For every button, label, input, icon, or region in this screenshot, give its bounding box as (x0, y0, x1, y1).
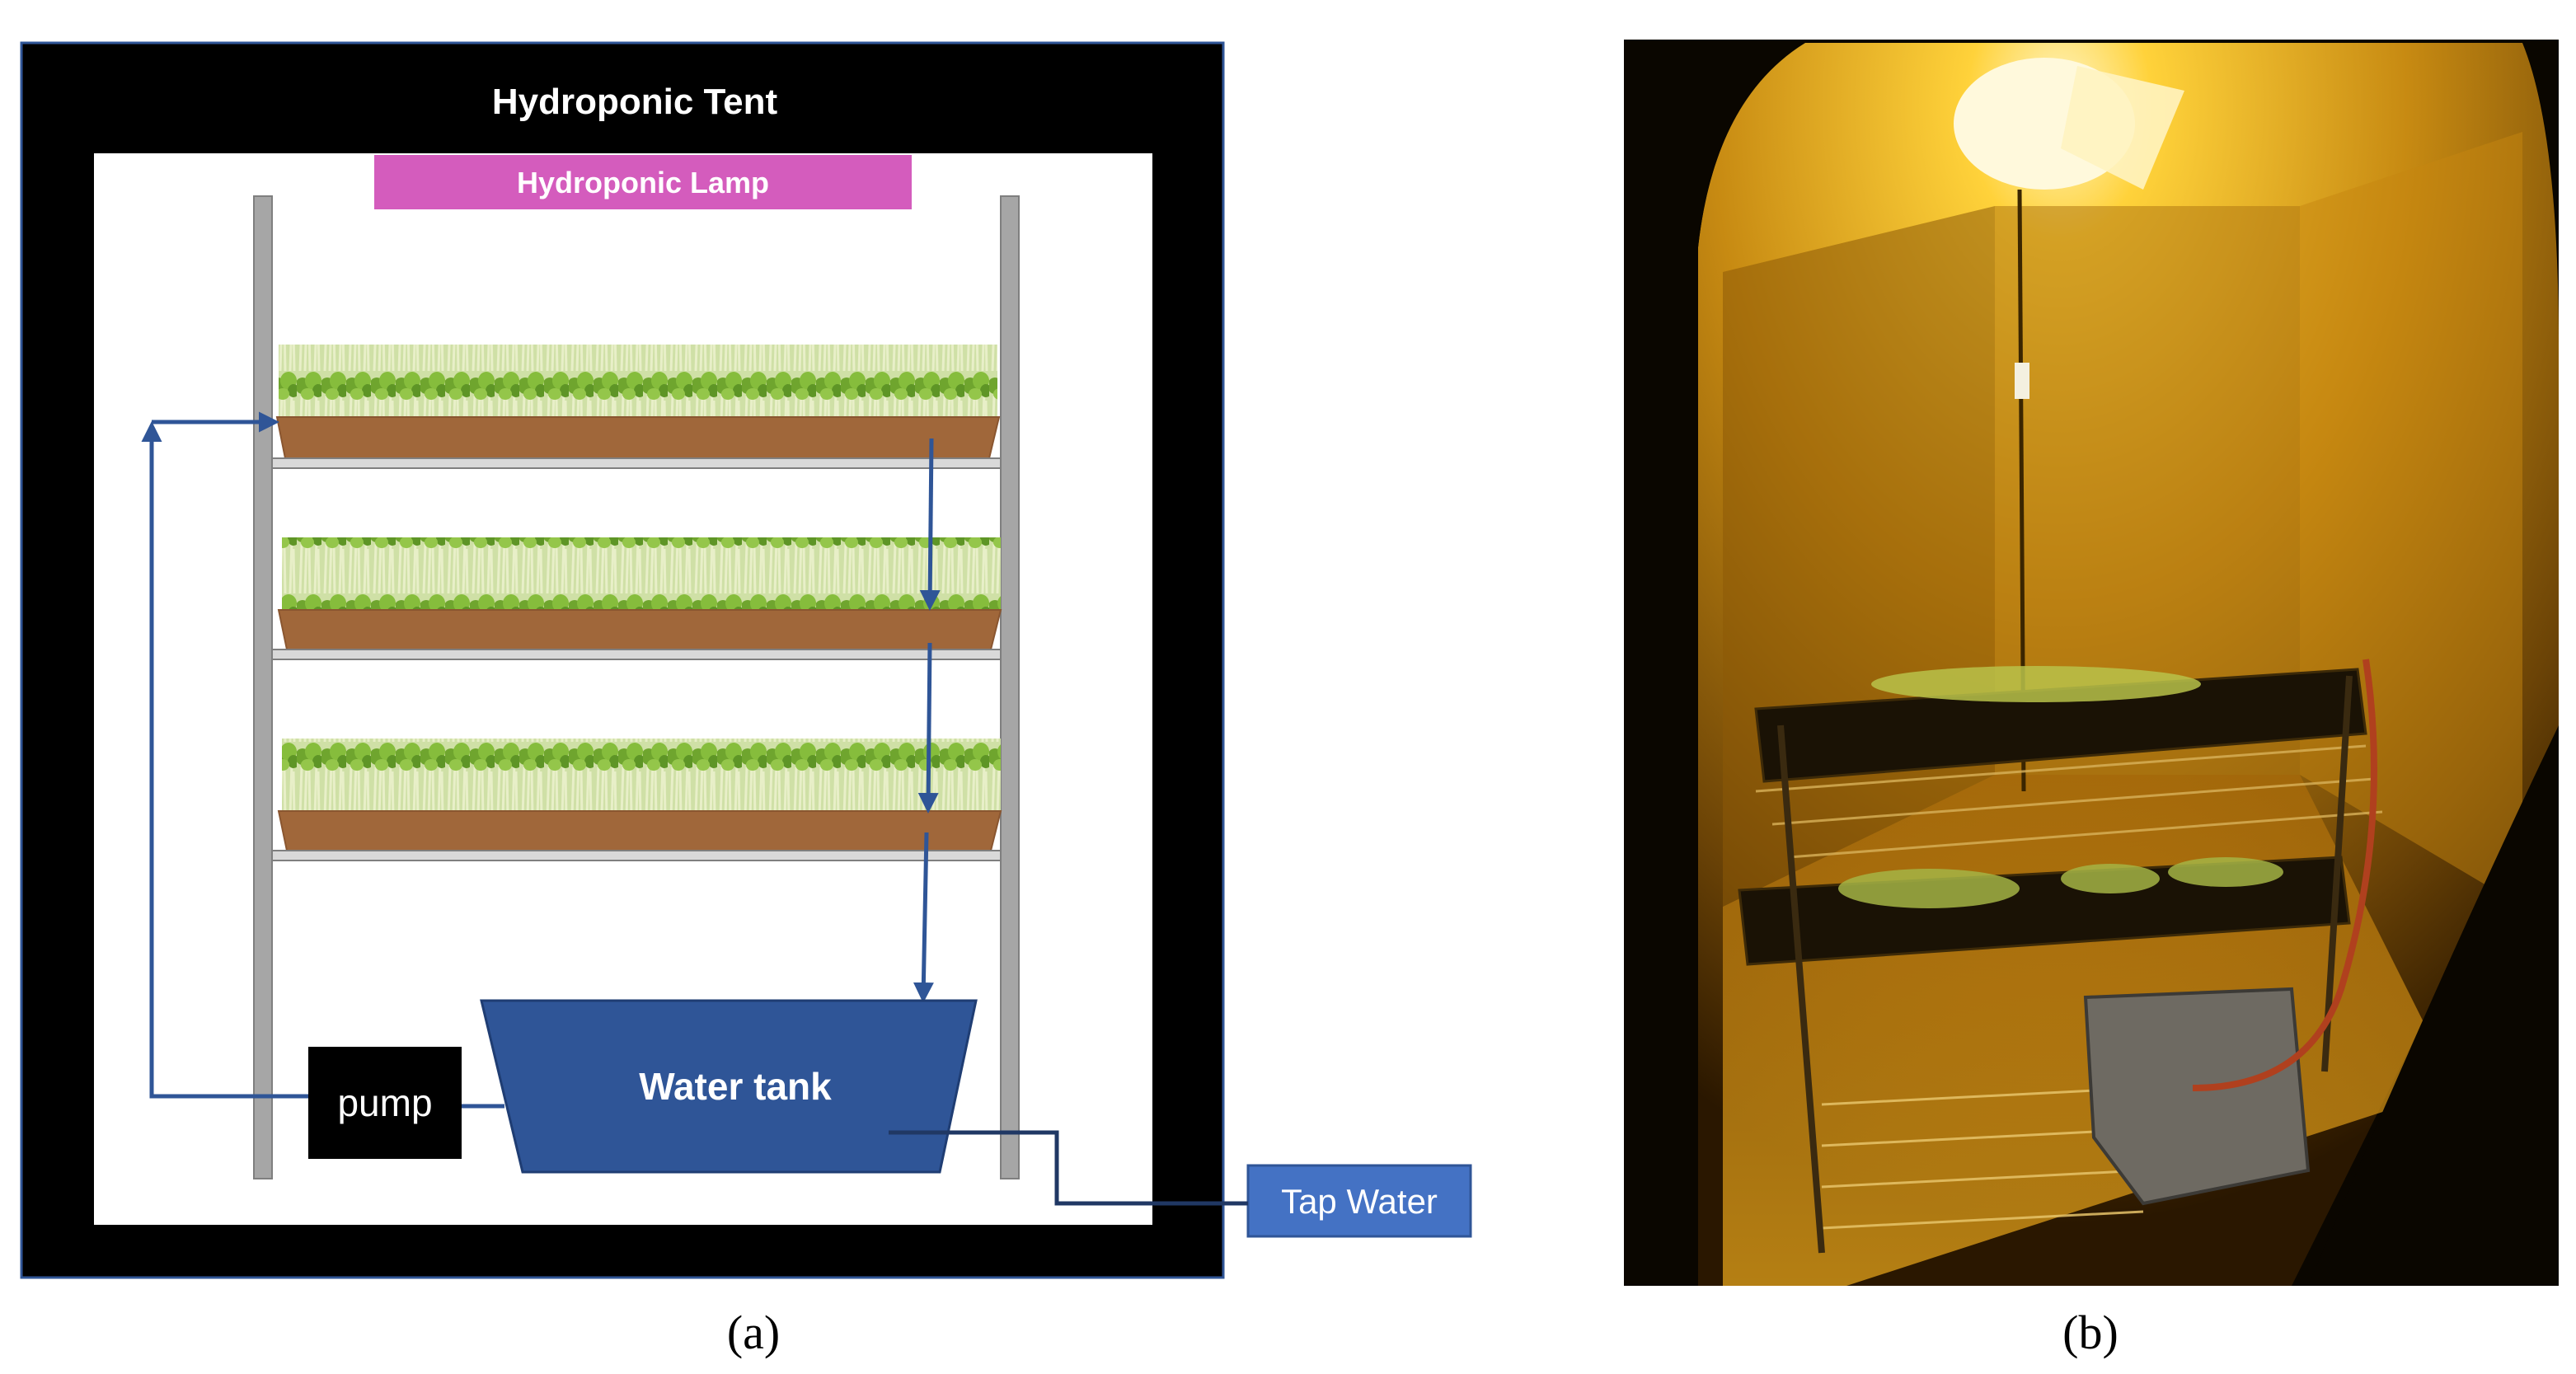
lower-seedlings-2 (2061, 864, 2160, 893)
flow-arrow-tray1-to-tray2 (919, 438, 941, 611)
shelf-bar-1 (271, 457, 1002, 469)
wire-shelf-upper (1755, 744, 2383, 859)
pump-return-line (141, 421, 308, 1099)
grow-shelf-3 (271, 739, 1002, 861)
tap-water-inflow (868, 1122, 1248, 1206)
shelf-bar-3 (271, 850, 1002, 861)
grow-shelf-2 (271, 537, 1002, 660)
feed-tube (2192, 659, 2377, 1091)
lamp-reflector (2061, 66, 2184, 190)
lower-seedlings-3 (2168, 857, 2283, 887)
grow-shelf-1 (271, 345, 1002, 469)
lamp-label: Hydroponic Lamp (517, 166, 769, 199)
plants-3 (282, 739, 1001, 813)
hydroponic-lamp (374, 155, 912, 209)
panel-b-photo: (b) (1624, 40, 2559, 1359)
tent-back-wall (1995, 206, 2300, 775)
plants-1 (279, 345, 997, 419)
flow-arrow-tray3-to-tank (913, 832, 934, 1003)
caption-b: (b) (2062, 1306, 2119, 1359)
rack-post-right-photo (2321, 675, 2353, 1072)
grow-tray-2 (277, 609, 1002, 650)
pump (308, 1047, 462, 1159)
grow-tray-3 (277, 810, 1002, 851)
flow-arrow-tray2-to-tray3 (917, 642, 939, 814)
grow-tray-1 (275, 416, 1001, 459)
tap-water-box (1246, 1164, 1472, 1238)
tank-label: Water tank (639, 1065, 832, 1108)
rack-post-left-photo (1777, 725, 1825, 1254)
tent-label: Hydroponic Tent (492, 82, 778, 122)
cord-label (2015, 363, 2029, 399)
pump-label: pump (337, 1081, 432, 1124)
rack-post-left (253, 195, 273, 1179)
upper-seedlings (1871, 666, 2201, 702)
panel-a-diagram: Hydroponic Tent Hydroponic Lamp (20, 41, 1472, 1359)
tent-left-edge (1624, 40, 1805, 1286)
shelf-bar-2 (271, 649, 1002, 660)
tent-right-wall (2300, 132, 2522, 907)
rack-post-right (1000, 195, 1020, 1179)
water-tank (480, 999, 978, 1174)
caption-a: (a) (727, 1306, 780, 1359)
tap-water-label: Tap Water (1281, 1182, 1438, 1221)
tent-door-flap (2308, 725, 2559, 1286)
lower-seedlings-1 (1838, 869, 2020, 908)
plants-2 (282, 537, 1001, 612)
water-reservoir (2083, 987, 2311, 1206)
